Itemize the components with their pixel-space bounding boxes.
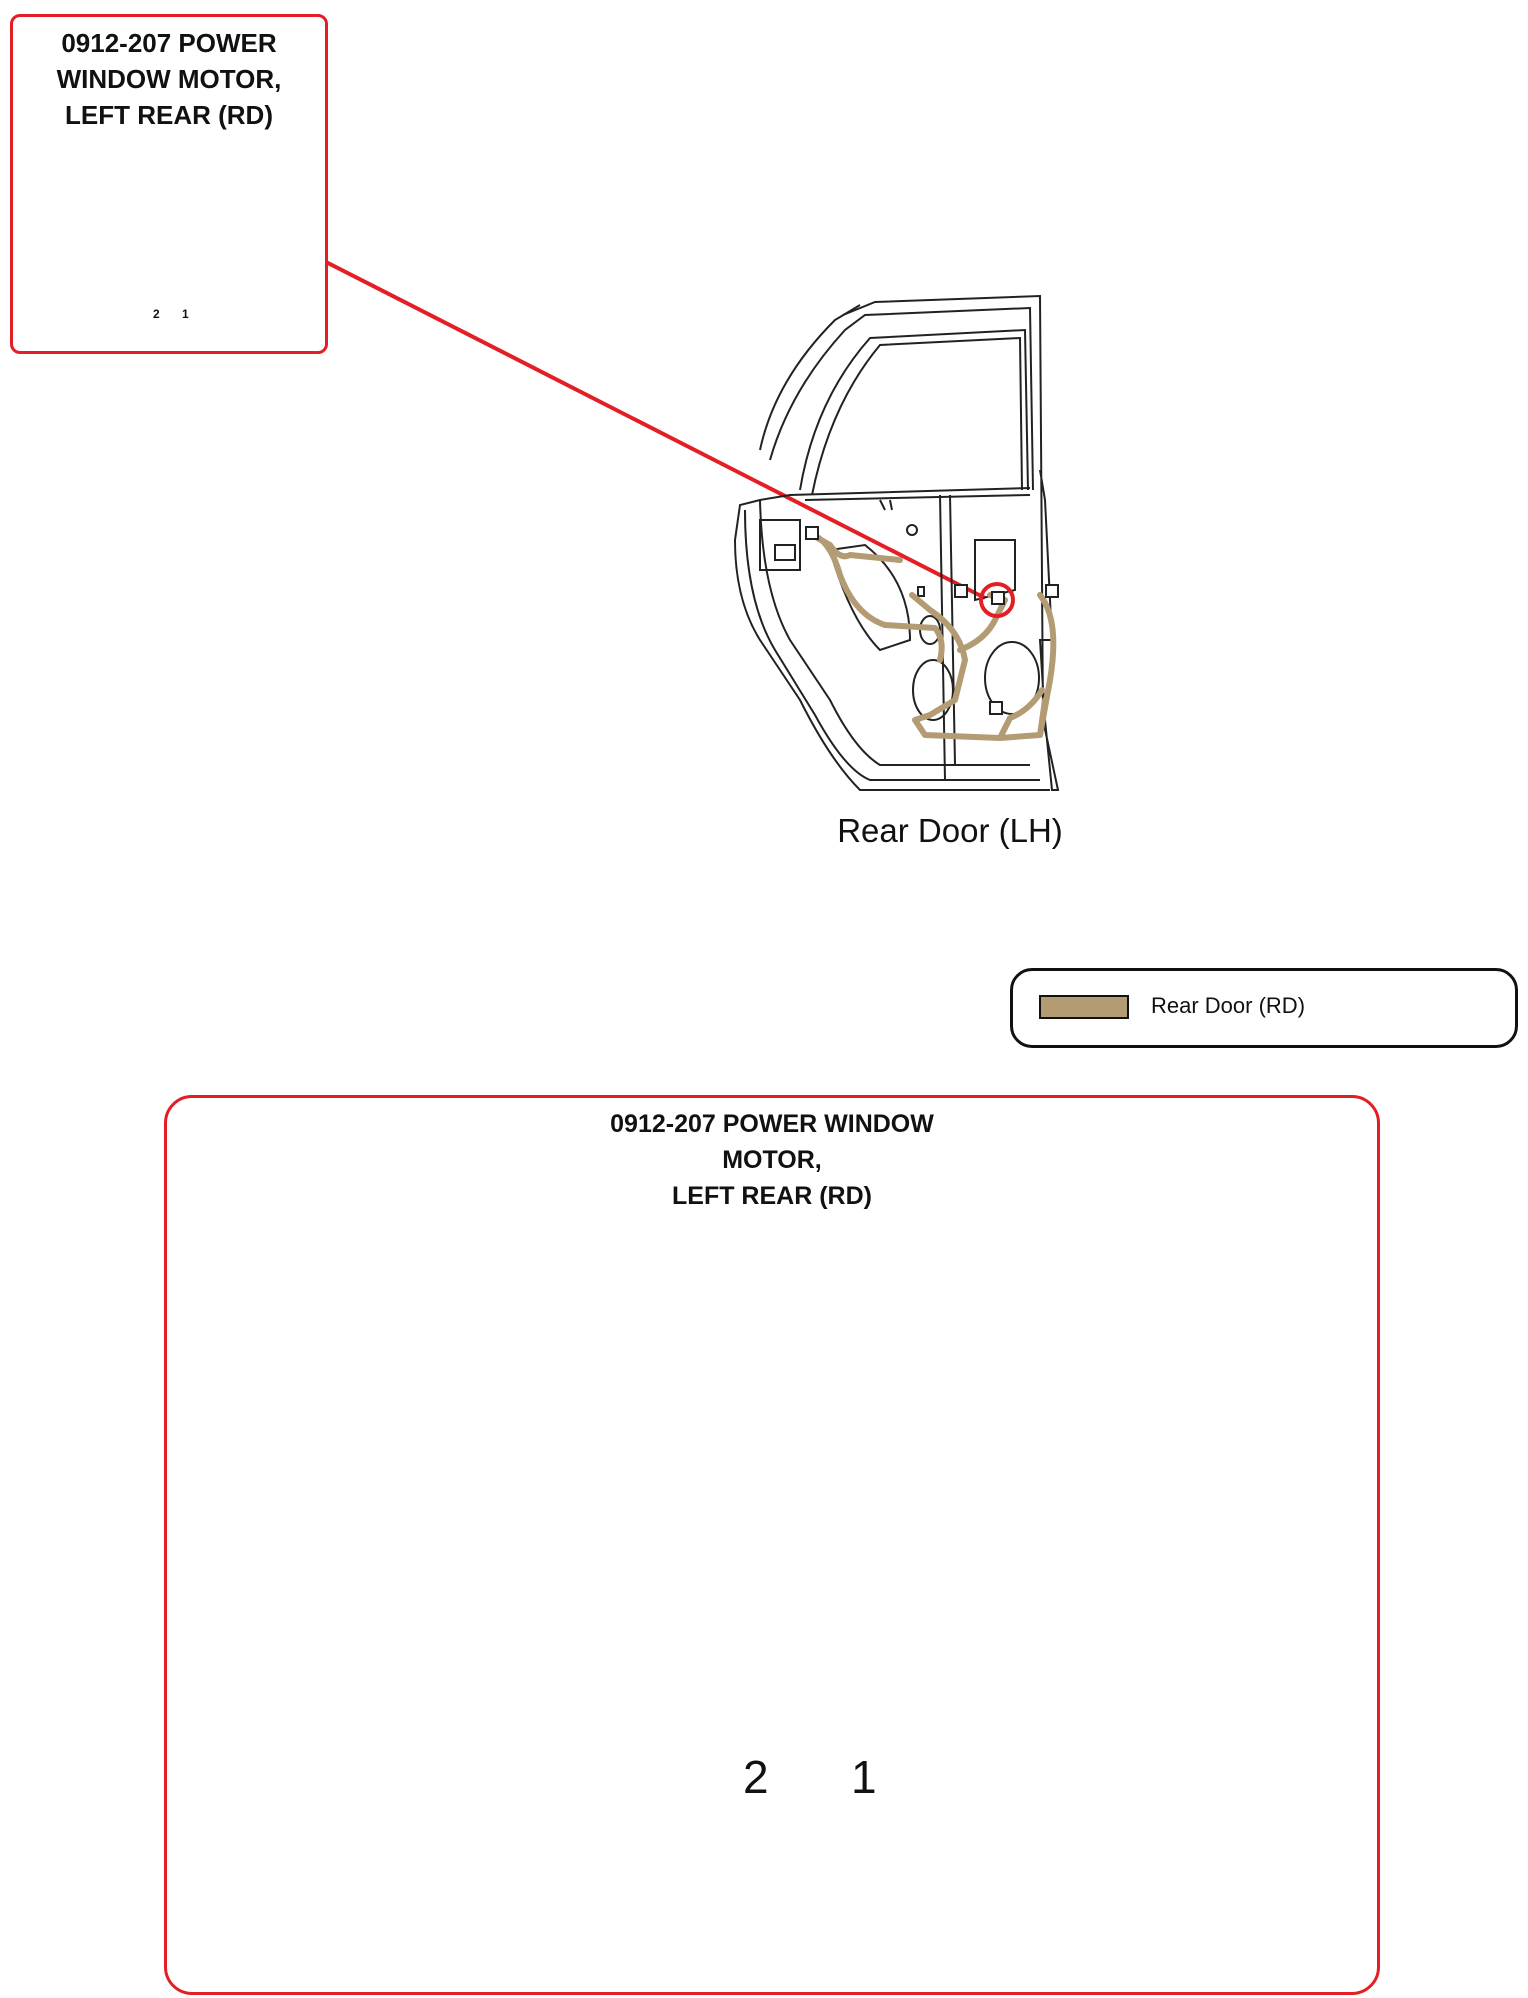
pin-number-2-large: 2: [743, 1751, 769, 1803]
callout-small-title-line-1: 0912-207 POWER: [61, 28, 277, 58]
callout-small-title: 0912-207 POWER WINDOW MOTOR, LEFT REAR (…: [13, 25, 325, 133]
pin-number-2-small: 2: [153, 307, 160, 321]
rear-door-harness: [809, 532, 1057, 741]
connector-callout-small: 0912-207 POWER WINDOW MOTOR, LEFT REAR (…: [10, 14, 328, 354]
pin-number-1-large: 1: [851, 1751, 877, 1803]
pin-number-1-small: 1: [182, 307, 189, 321]
connector-highlight-circle: [979, 582, 1015, 618]
legend-swatch: [1039, 995, 1129, 1019]
harness-legend: Rear Door (RD): [1010, 968, 1518, 1048]
door-caption: Rear Door (LH): [837, 812, 1063, 849]
callout-large-title-line-2: MOTOR,: [722, 1146, 822, 1174]
callout-large-title-line-1: 0912-207 POWER WINDOW: [610, 1110, 934, 1138]
callout-leader-line: [325, 260, 986, 600]
callout-large-title-line-3: LEFT REAR (RD): [672, 1182, 872, 1210]
callout-small-title-line-2: WINDOW MOTOR,: [56, 64, 282, 94]
connector-callout-large: 0912-207 POWER WINDOW MOTOR, LEFT REAR (…: [164, 1095, 1380, 1995]
legend-label: Rear Door (RD): [1151, 993, 1306, 1018]
callout-small-title-line-3: LEFT REAR (RD): [65, 100, 273, 130]
harness-connectors: [805, 526, 1059, 715]
callout-large-title: 0912-207 POWER WINDOW MOTOR, LEFT REAR (…: [167, 1106, 1377, 1214]
